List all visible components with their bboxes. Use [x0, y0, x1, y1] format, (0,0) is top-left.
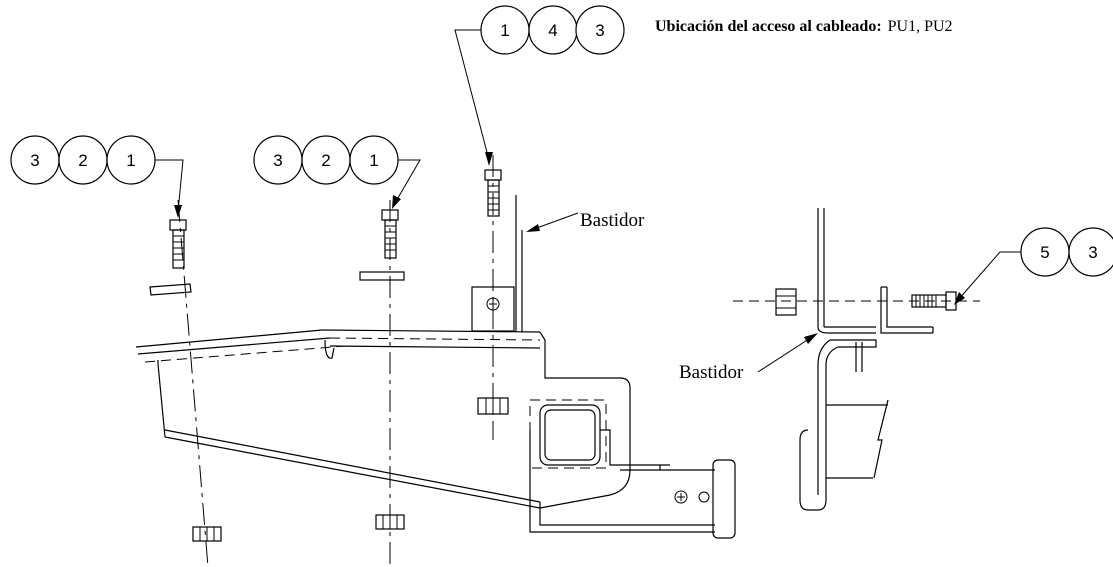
frame-label-right: Bastidor — [679, 333, 818, 383]
middle-bolt-assembly — [359, 200, 405, 567]
callout-top-2: 4 — [548, 21, 557, 40]
top-bolt-assembly — [471, 155, 523, 440]
left-bolt-assembly — [149, 199, 222, 567]
mounting-bracket — [135, 329, 736, 539]
wiring-access-value: PU1, PU2 — [888, 18, 953, 35]
callout-right-1: 5 — [1040, 243, 1049, 262]
callout-top: 1 4 3 — [454, 5, 625, 166]
frame-label-top-text: Bastidor — [580, 210, 645, 231]
callout-left-2: 2 — [78, 151, 87, 170]
frame-label-right-text: Bastidor — [679, 362, 744, 383]
callout-top-3: 3 — [595, 21, 604, 40]
wiring-access-label: Ubicación del acceso al cableado: — [655, 18, 882, 35]
callout-middle-1: 3 — [273, 151, 282, 170]
callout-middle-2: 2 — [321, 151, 330, 170]
side-view — [733, 208, 980, 511]
wiring-access-location: Ubicación del acceso al cableado: PU1, PU… — [655, 18, 953, 35]
callout-left: 3 2 1 — [10, 135, 184, 218]
callout-top-1: 1 — [500, 21, 509, 40]
callout-left-3: 1 — [126, 151, 135, 170]
callout-middle-3: 1 — [369, 151, 378, 170]
frame-label-top: Bastidor — [526, 210, 645, 232]
callout-left-1: 3 — [30, 151, 39, 170]
callout-middle: 3 2 1 — [253, 135, 421, 209]
callout-right: 5 3 — [954, 227, 1113, 305]
callout-right-2: 3 — [1088, 243, 1097, 262]
